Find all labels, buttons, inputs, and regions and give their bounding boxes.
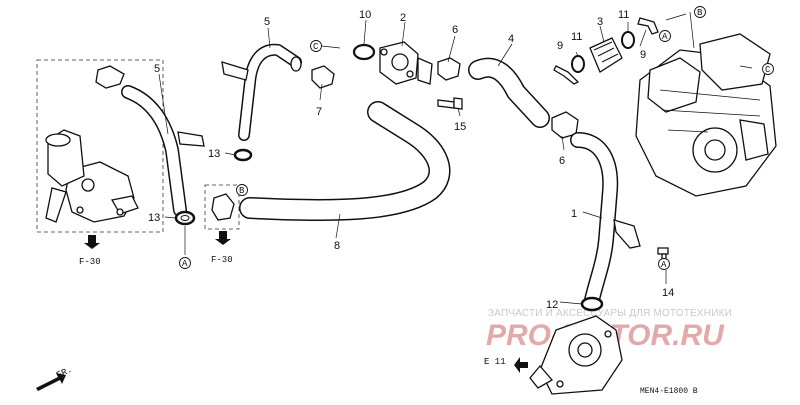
callout-7: 7 bbox=[316, 106, 322, 118]
callout-13-middle: 13 bbox=[208, 148, 220, 160]
callout-9-left: 9 bbox=[557, 40, 563, 52]
ref-b-left: B bbox=[239, 186, 245, 196]
callout-2: 2 bbox=[400, 12, 406, 24]
ref-a-left: A bbox=[182, 259, 188, 269]
clip-9-right bbox=[637, 17, 659, 35]
callout-10: 10 bbox=[359, 9, 371, 21]
callout-15: 15 bbox=[454, 121, 466, 133]
callout-3: 3 bbox=[597, 16, 603, 28]
ref-a-right: A bbox=[662, 32, 668, 42]
callout-14: 14 bbox=[662, 287, 674, 299]
ref-e11: E 11 bbox=[484, 357, 506, 367]
ref-b-right: B bbox=[697, 8, 703, 18]
ref-c-left: C bbox=[313, 42, 319, 52]
callout-11-left: 11 bbox=[571, 31, 582, 43]
o-ring-13-middle bbox=[233, 148, 253, 162]
hose-5-left bbox=[121, 85, 205, 217]
ref-c-right: C bbox=[765, 65, 771, 75]
drawing-code: MEN4-E1800 B bbox=[640, 387, 698, 396]
hose-8 bbox=[239, 101, 451, 222]
o-ring-11-right bbox=[621, 31, 635, 49]
hose-1 bbox=[570, 132, 641, 308]
callout-12: 12 bbox=[546, 299, 558, 311]
ref-f30-middle: F-30 bbox=[211, 255, 233, 265]
joint-3 bbox=[589, 37, 623, 73]
callout-5-middle: 5 bbox=[264, 16, 270, 28]
thermostat-housing-2 bbox=[379, 41, 433, 85]
o-ring-10 bbox=[352, 43, 376, 61]
water-pump-group-box bbox=[36, 59, 164, 233]
callout-13-left: 13 bbox=[148, 212, 160, 224]
callout-6-mid: 6 bbox=[559, 155, 565, 167]
clamp-7 bbox=[311, 65, 335, 89]
callout-1: 1 bbox=[571, 208, 577, 220]
callout-9-right: 9 bbox=[640, 49, 646, 61]
clamp-6-top bbox=[437, 57, 461, 81]
clip-9 bbox=[553, 65, 580, 85]
watermark-tagline: ЗАПЧАСТИ И АКСЕССУАРЫ ДЛЯ МОТОТЕХНИКИ bbox=[488, 308, 732, 319]
callout-4: 4 bbox=[508, 33, 514, 45]
arrow-e11 bbox=[514, 357, 528, 373]
clamp-group-box bbox=[204, 184, 240, 230]
callout-8: 8 bbox=[334, 240, 340, 252]
o-ring-13-left bbox=[174, 210, 196, 226]
section-refs: F-30 F-30 E 11 bbox=[79, 231, 528, 373]
ref-f30-left: F-30 bbox=[79, 257, 101, 267]
hose-5-middle bbox=[221, 43, 302, 141]
bolt-15 bbox=[437, 97, 463, 110]
callout-11-right: 11 bbox=[618, 9, 629, 21]
engine bbox=[635, 33, 777, 197]
callout-numbers: 5 5 2 6 4 3 10 7 15 8 1 13 13 6 12 14 9 … bbox=[148, 9, 674, 311]
ref-a-bolt: A bbox=[661, 260, 667, 270]
o-ring-11 bbox=[571, 55, 585, 73]
front-arrow: FR. bbox=[36, 365, 74, 391]
circle-refs: A B C A B C A bbox=[179, 6, 774, 270]
callout-6-top: 6 bbox=[452, 24, 458, 36]
o-ring-12 bbox=[580, 296, 604, 312]
leader-lines bbox=[158, 11, 753, 305]
water-pump-cover bbox=[529, 315, 623, 395]
hose-4 bbox=[468, 57, 550, 128]
callout-5-left: 5 bbox=[154, 63, 160, 75]
